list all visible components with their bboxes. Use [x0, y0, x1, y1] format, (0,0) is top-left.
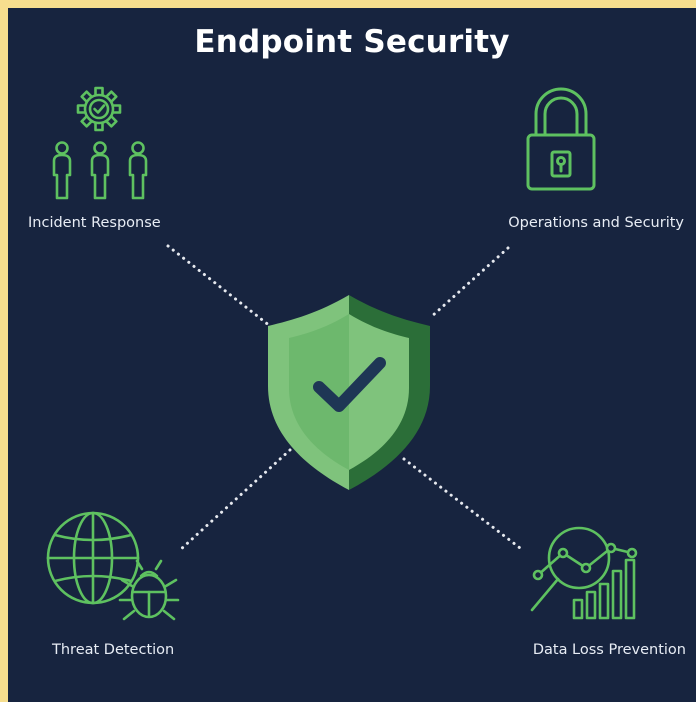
threat-detection-label: Threat Detection	[52, 642, 175, 658]
data-loss-prevention-label: Data Loss Prevention	[532, 642, 686, 658]
connectors	[166, 244, 522, 552]
connector-operations-security	[429, 246, 510, 319]
operations-security-label: Operations and Security	[508, 215, 684, 231]
connector-incident-response	[166, 244, 272, 328]
connector-threat-detection	[178, 448, 292, 552]
globe-bug-icon	[46, 511, 180, 621]
magnifier-chart-icon	[530, 526, 638, 620]
diagram-title: Endpoint Security	[194, 24, 510, 60]
padlock-icon	[526, 87, 596, 191]
connector-data-loss-prevention	[402, 457, 522, 550]
incident-response-label: Incident Response	[28, 215, 161, 231]
shield-check-icon	[268, 295, 430, 490]
diagram-panel: Endpoint Security Incident Response Oper…	[8, 8, 696, 702]
diagram-graphics	[46, 86, 638, 621]
team-gear-check-icon	[52, 86, 148, 200]
